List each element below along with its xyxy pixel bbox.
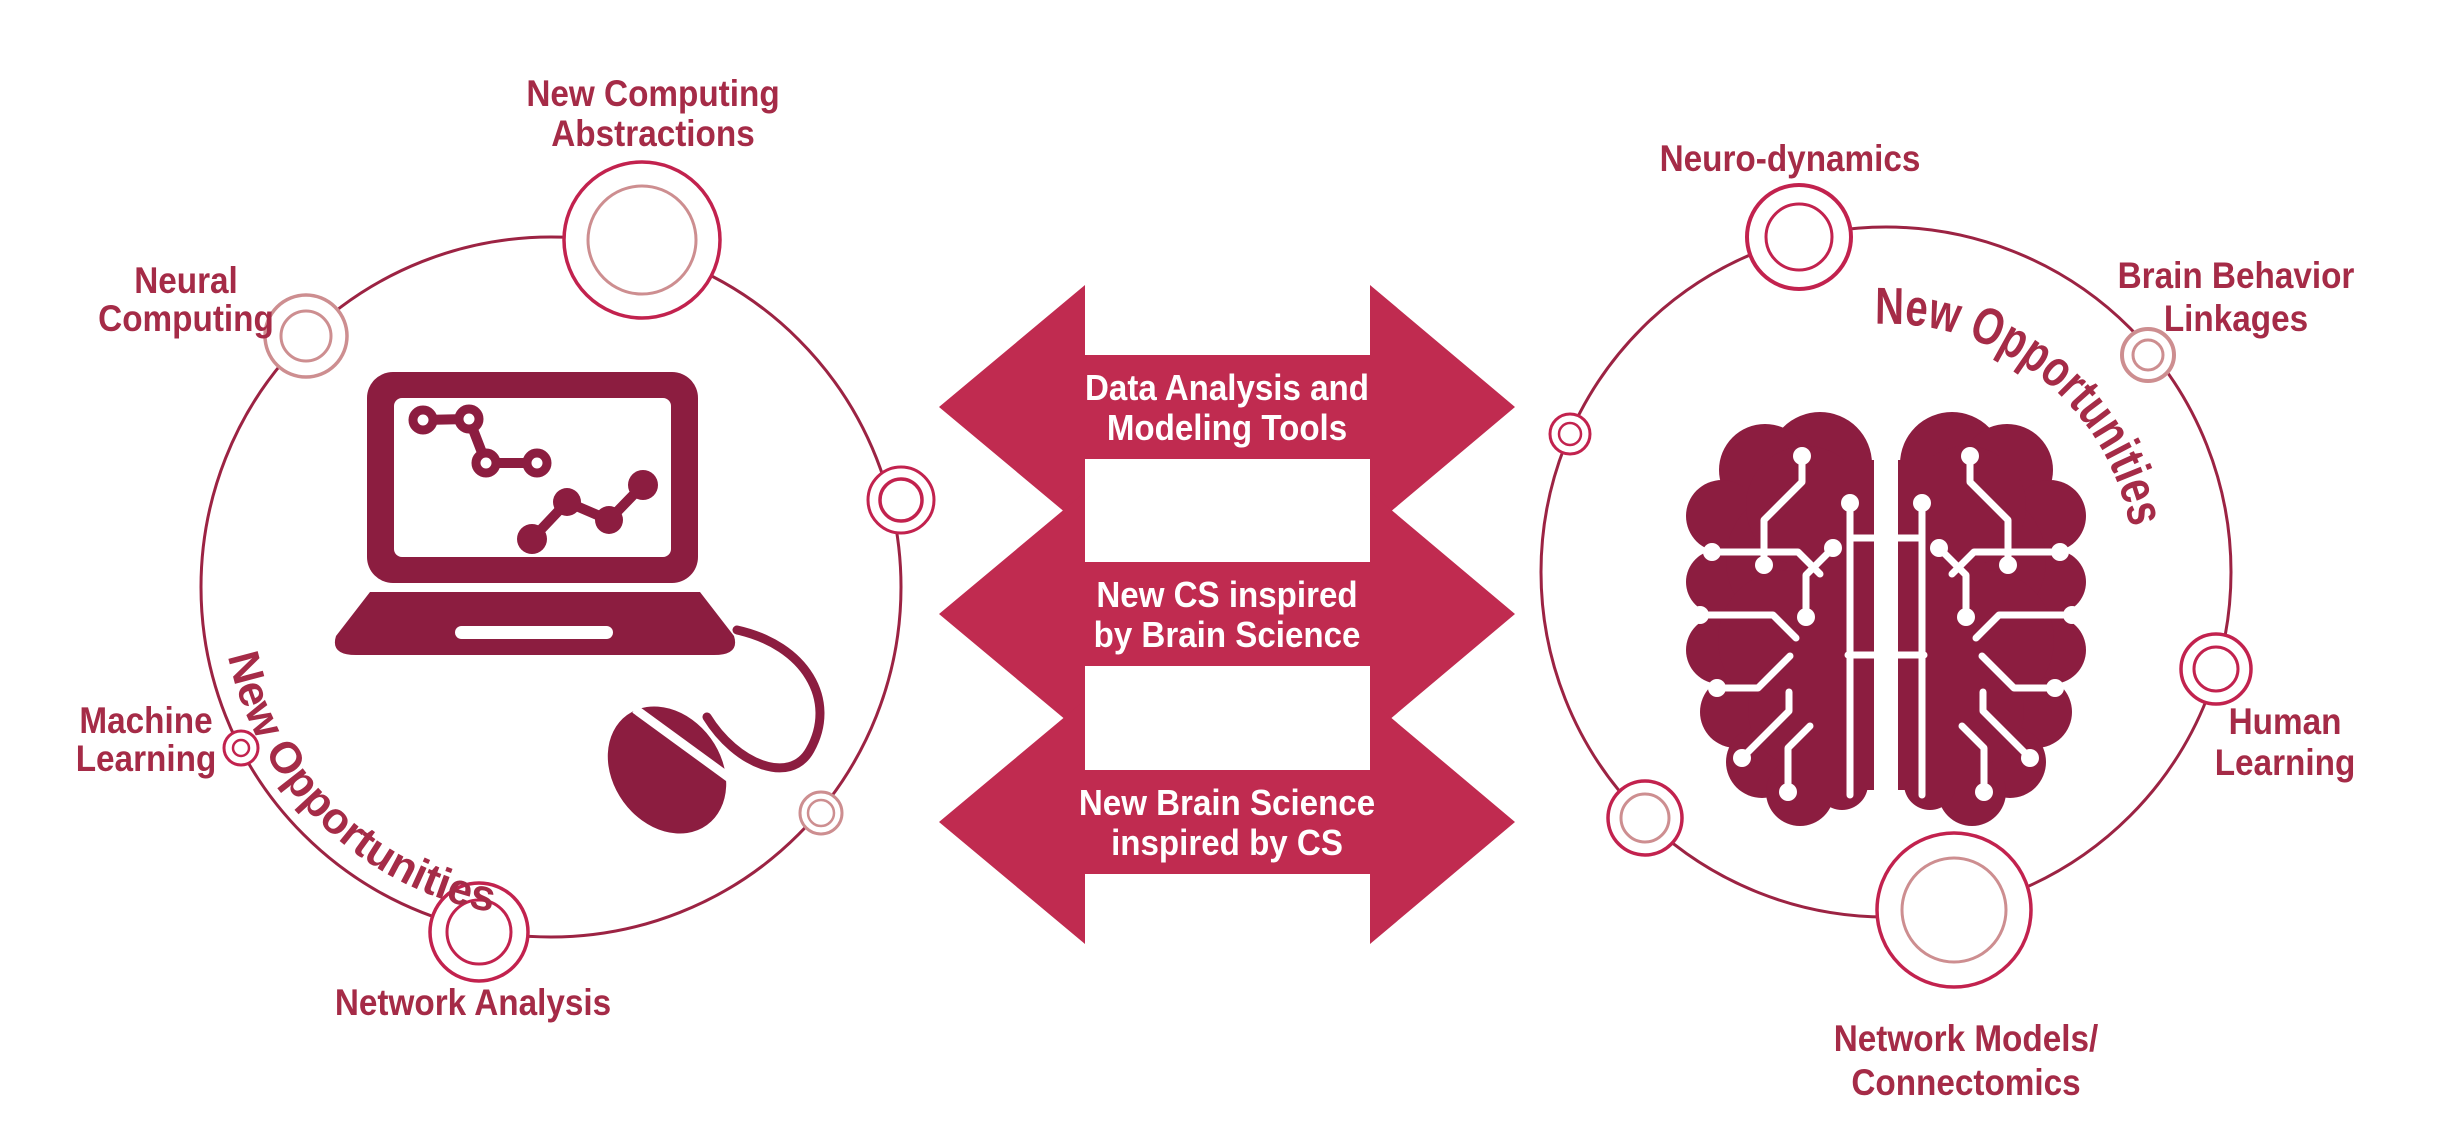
arrow-new-cs-line2: by Brain Science — [1094, 616, 1361, 656]
left-ring — [199, 235, 903, 939]
label-human-learning-line2: Learning — [2215, 742, 2356, 783]
node-circle-left-ring-right-edge — [866, 465, 936, 535]
circuit-brain-icon — [1686, 412, 2086, 826]
node-circle-left-ring-five-oclock — [798, 790, 844, 836]
label-network-analysis: Network Analysis — [335, 982, 611, 1023]
arrow-data-analysis-line2: Modeling Tools — [1107, 409, 1347, 449]
label-neural-computing-line2: Computing — [98, 298, 274, 339]
node-circle-top-left-ring — [562, 160, 722, 320]
label-neuro-dynamics: Neuro-dynamics — [1660, 138, 1921, 179]
label-network-models-line1: Network Models/ — [1834, 1018, 2099, 1059]
arrow-new-brain-science-line1: New Brain Science — [1079, 784, 1375, 824]
arrow-data-analysis-line1: Data Analysis and — [1085, 369, 1369, 409]
node-circle-machine — [222, 729, 260, 767]
arrow-data-analysis — [939, 285, 1515, 529]
node-circle-neuro-dynamics — [1745, 183, 1853, 291]
arrow-new-cs — [939, 492, 1515, 736]
node-circle-network-models — [1875, 831, 2033, 989]
laptop-analytics-icon — [334, 372, 736, 655]
label-machine-learning-line2: Learning — [76, 738, 217, 779]
node-circle-network-analysis — [428, 881, 530, 983]
node-circle-brain-behavior — [2120, 327, 2176, 383]
node-circle-right-ring-seven-oclock — [1606, 779, 1684, 857]
label-new-computing-abstractions-line2: Abstractions — [551, 113, 754, 154]
arrow-new-cs-line1: New CS inspired — [1096, 576, 1357, 616]
label-brain-behavior-line2: Linkages — [2164, 298, 2308, 339]
node-circle-human-learning — [2179, 632, 2253, 706]
exchange-arrows-group: Data Analysis and Modeling Tools New CS … — [939, 285, 1515, 944]
left-circle-group: New Opportunities New Computing Abstract… — [76, 73, 936, 1023]
label-neural-computing-line1: Neural — [134, 260, 238, 301]
label-machine-learning-line1: Machine — [79, 700, 212, 741]
label-network-models-line2: Connectomics — [1851, 1062, 2080, 1103]
node-circle-right-ring-left-edge — [1548, 412, 1592, 456]
label-human-learning-line1: Human — [2229, 701, 2342, 742]
mouse-icon — [607, 625, 825, 834]
label-new-computing-abstractions-line1: New Computing — [526, 73, 779, 114]
arrow-new-brain-science-line2: inspired by CS — [1111, 824, 1343, 864]
arrow-new-brain-science — [939, 700, 1515, 944]
node-circle-neural — [263, 293, 349, 379]
label-brain-behavior-line1: Brain Behavior — [2118, 255, 2355, 296]
right-circle-group: New Opportunities Neuro-dynamics Brain B… — [1539, 138, 2356, 1103]
